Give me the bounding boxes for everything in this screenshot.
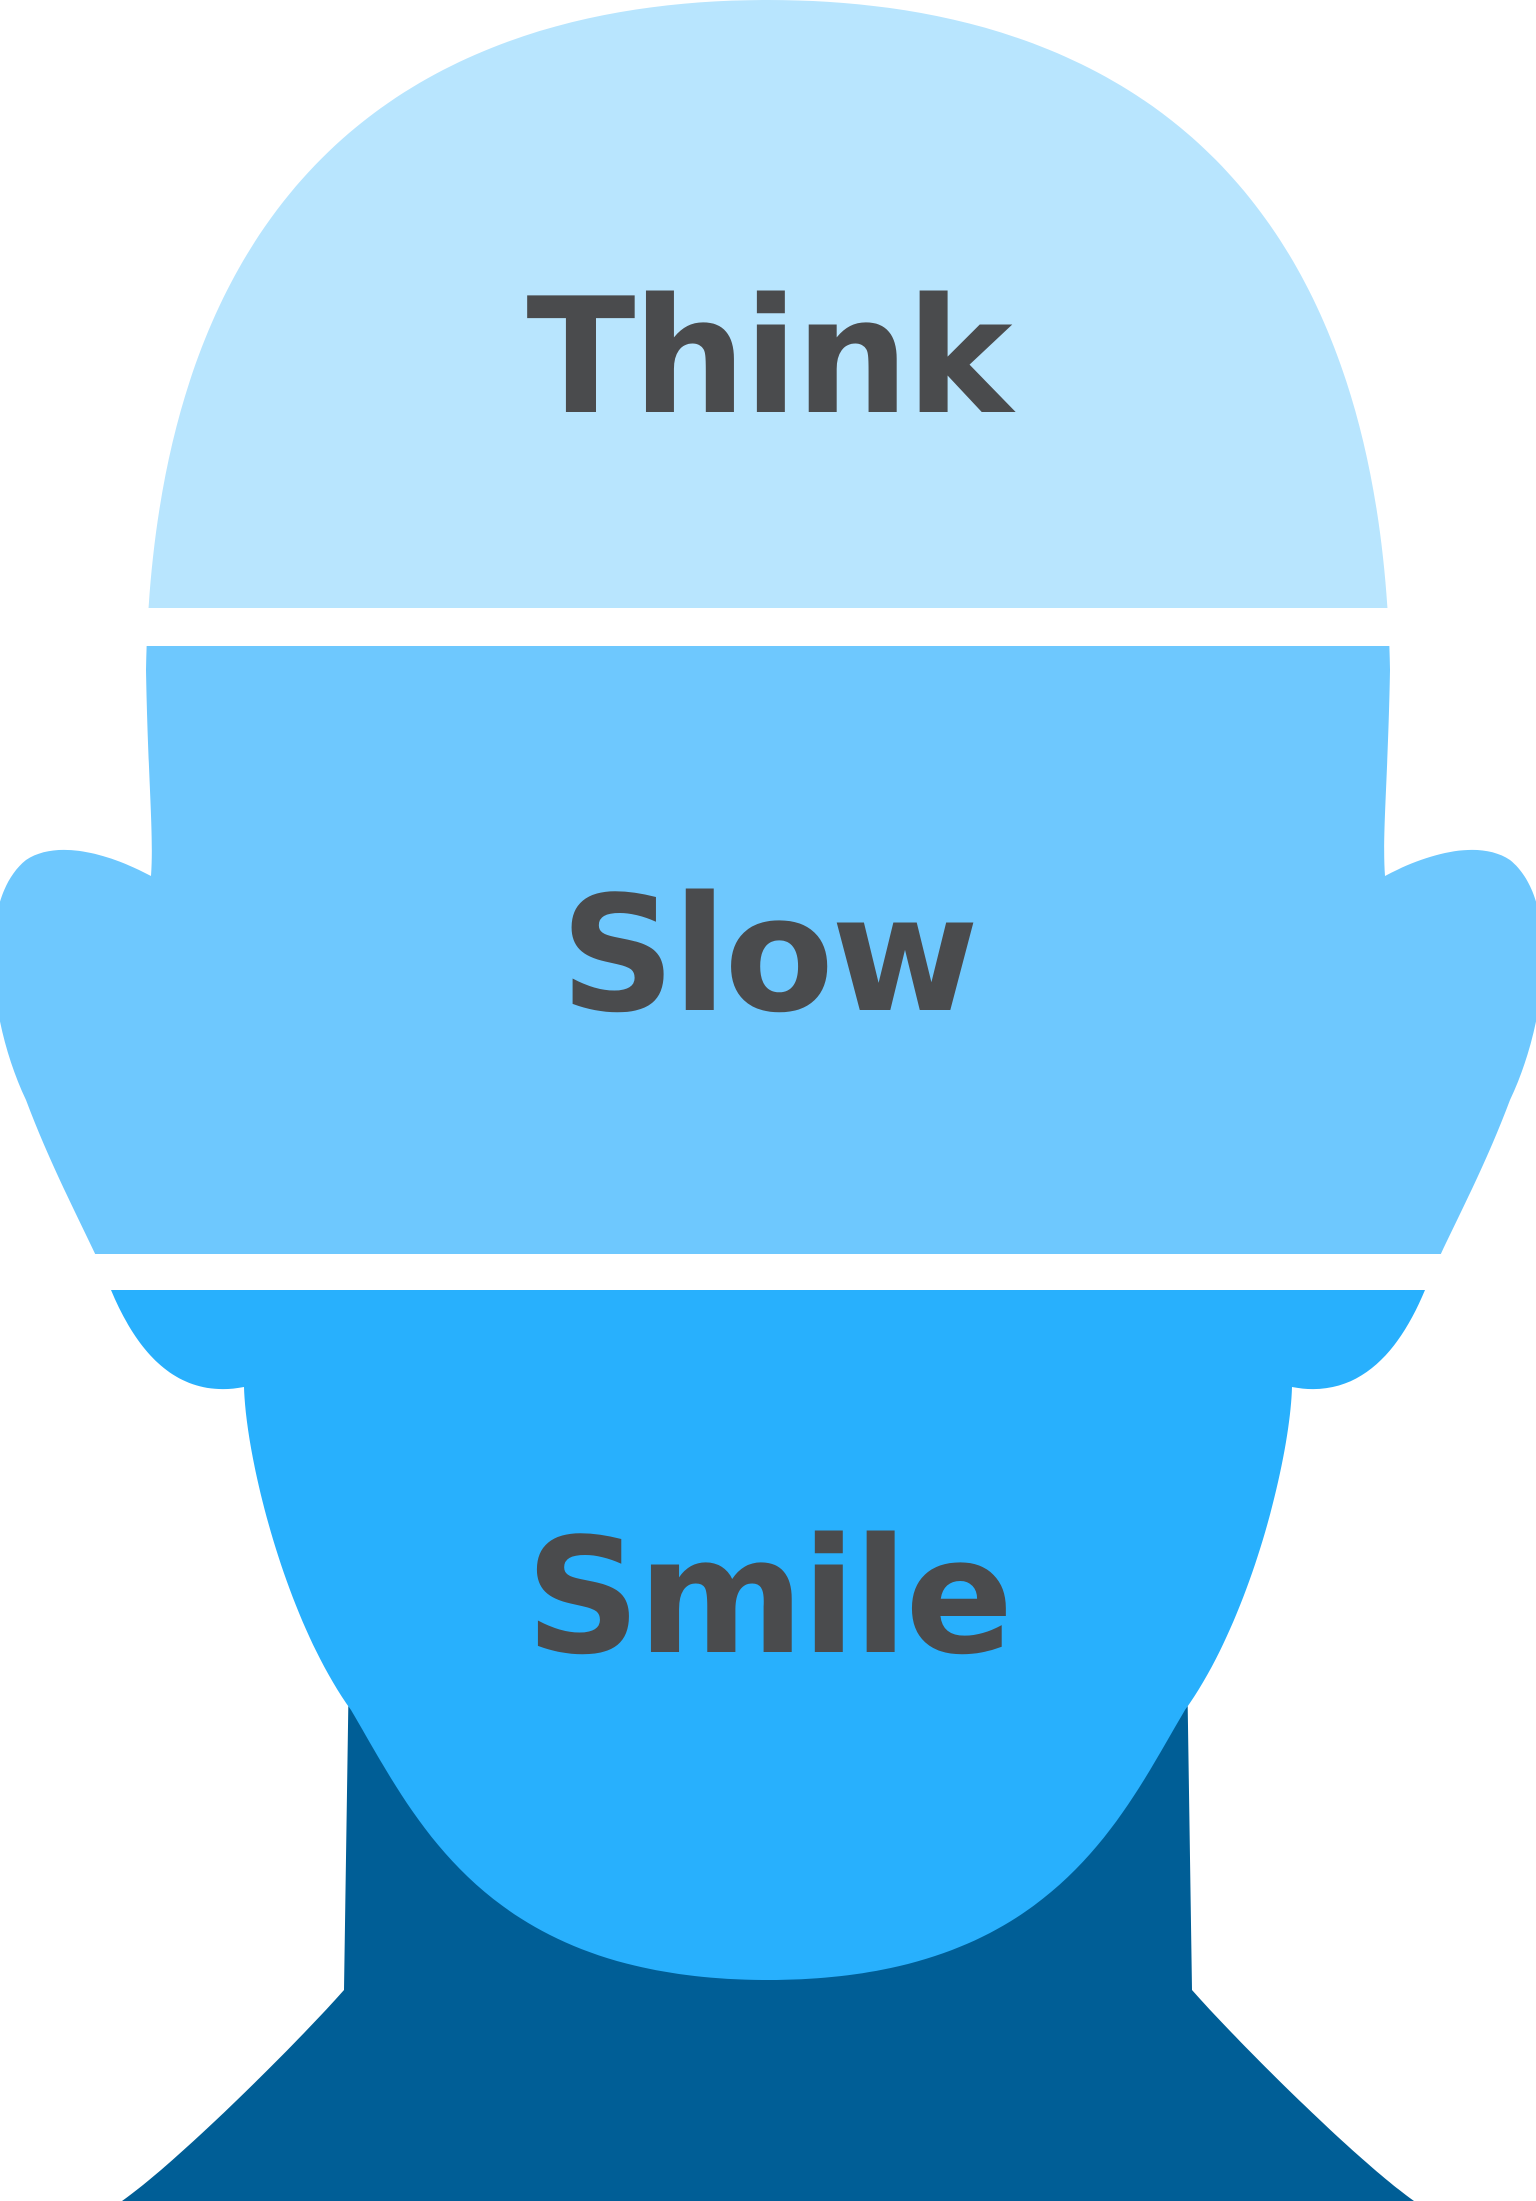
label-think: Think [526,263,1016,450]
head-band-middle [0,646,1536,1254]
head-band-bottom [111,1290,1425,1980]
label-smile: Smile [525,1503,1010,1690]
label-slow: Slow [560,861,976,1048]
head-band-top [148,0,1388,608]
